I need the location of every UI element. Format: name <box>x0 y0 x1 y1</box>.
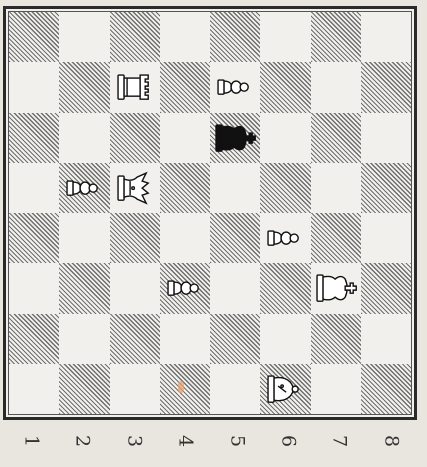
board-square[interactable] <box>260 163 310 213</box>
board-square[interactable] <box>361 113 411 163</box>
board-square[interactable] <box>210 163 260 213</box>
board-square[interactable] <box>160 62 210 112</box>
board-square[interactable] <box>210 364 260 414</box>
chess-board-frame <box>3 6 417 420</box>
black-king-icon[interactable] <box>210 113 260 163</box>
white-queen-icon[interactable] <box>110 163 160 213</box>
board-square[interactable] <box>210 263 260 313</box>
board-square[interactable] <box>59 12 109 62</box>
board-square[interactable] <box>59 113 109 163</box>
board-square[interactable] <box>361 213 411 263</box>
board-square[interactable] <box>160 263 210 313</box>
ink-stain <box>178 381 184 393</box>
board-square[interactable] <box>160 364 210 414</box>
board-square[interactable] <box>9 163 59 213</box>
white-pawn-icon[interactable] <box>260 213 310 263</box>
board-square[interactable] <box>260 113 310 163</box>
board-square[interactable] <box>110 12 160 62</box>
board-square[interactable] <box>361 163 411 213</box>
board-square[interactable] <box>361 12 411 62</box>
board-square[interactable] <box>311 12 361 62</box>
board-square[interactable] <box>160 113 210 163</box>
board-square[interactable] <box>9 263 59 313</box>
board-square[interactable] <box>260 364 310 414</box>
white-pawn-icon[interactable] <box>210 62 260 112</box>
board-square[interactable] <box>9 364 59 414</box>
board-square[interactable] <box>311 113 361 163</box>
board-square[interactable] <box>361 263 411 313</box>
board-square[interactable] <box>311 163 361 213</box>
white-king-icon[interactable] <box>311 263 361 313</box>
board-square[interactable] <box>9 12 59 62</box>
board-square[interactable] <box>361 314 411 364</box>
board-square[interactable] <box>9 314 59 364</box>
board-square[interactable] <box>110 213 160 263</box>
board-square[interactable] <box>110 113 160 163</box>
chess-board[interactable] <box>9 12 411 414</box>
board-square[interactable] <box>59 263 109 313</box>
board-square[interactable] <box>59 62 109 112</box>
board-square[interactable] <box>311 314 361 364</box>
board-square[interactable] <box>361 62 411 112</box>
white-pawn-icon[interactable] <box>59 163 109 213</box>
board-square[interactable] <box>260 12 310 62</box>
board-square[interactable] <box>160 163 210 213</box>
board-coordinates: 1 2 3 4 5 6 7 8 <box>3 426 417 456</box>
board-square[interactable] <box>59 163 109 213</box>
board-square[interactable] <box>59 314 109 364</box>
board-square[interactable] <box>260 62 310 112</box>
white-bishop-icon[interactable] <box>260 364 310 414</box>
board-square[interactable] <box>260 213 310 263</box>
board-square[interactable] <box>59 364 109 414</box>
board-square[interactable] <box>9 62 59 112</box>
board-square[interactable] <box>160 213 210 263</box>
board-square[interactable] <box>260 263 310 313</box>
board-square[interactable] <box>110 364 160 414</box>
white-rook-icon[interactable] <box>110 62 160 112</box>
board-square[interactable] <box>110 263 160 313</box>
board-square[interactable] <box>9 113 59 163</box>
board-square[interactable] <box>110 163 160 213</box>
board-square[interactable] <box>210 62 260 112</box>
board-square[interactable] <box>210 213 260 263</box>
board-square[interactable] <box>59 213 109 263</box>
board-square[interactable] <box>311 62 361 112</box>
board-square[interactable] <box>160 12 210 62</box>
board-square[interactable] <box>210 12 260 62</box>
board-square[interactable] <box>311 364 361 414</box>
board-square[interactable] <box>160 314 210 364</box>
board-square[interactable] <box>110 62 160 112</box>
board-square[interactable] <box>361 364 411 414</box>
board-square[interactable] <box>110 314 160 364</box>
board-square[interactable] <box>260 314 310 364</box>
board-square[interactable] <box>311 213 361 263</box>
board-square[interactable] <box>9 213 59 263</box>
board-square[interactable] <box>311 263 361 313</box>
white-pawn-icon[interactable] <box>160 263 210 313</box>
board-square[interactable] <box>210 314 260 364</box>
board-square[interactable] <box>210 113 260 163</box>
